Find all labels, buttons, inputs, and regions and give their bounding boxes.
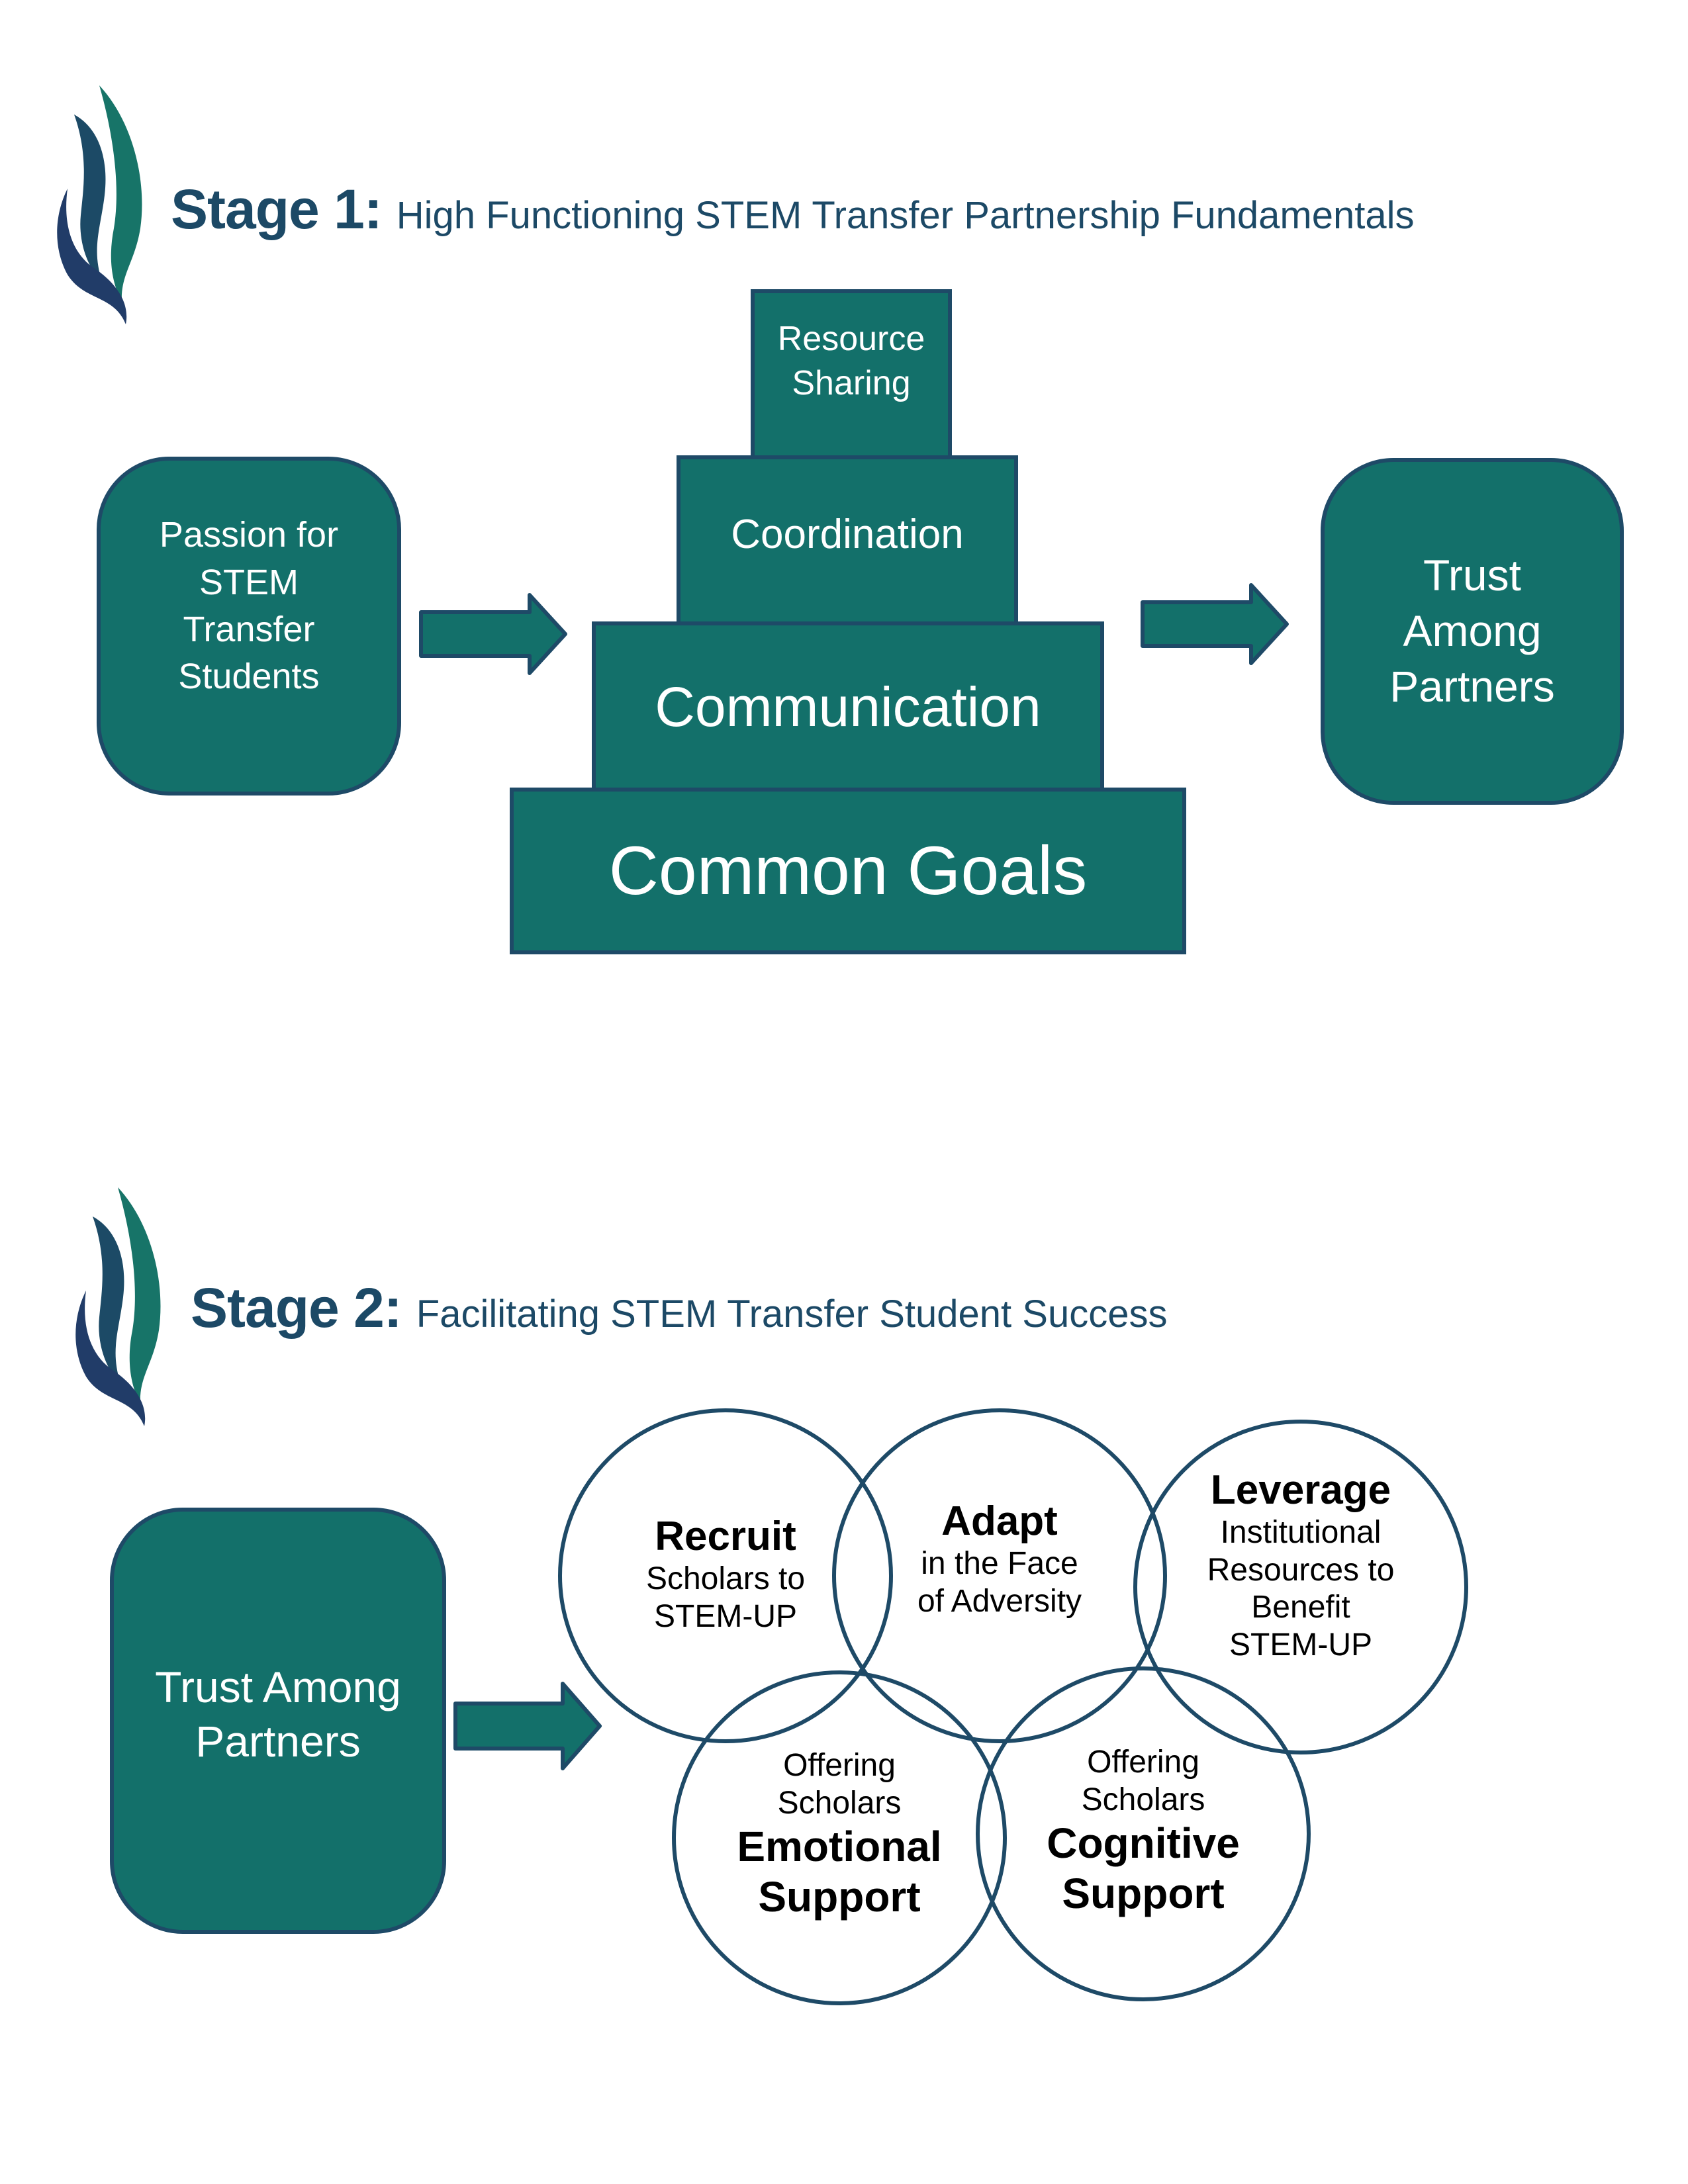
flame-leaf-mid: [93, 1216, 124, 1383]
passion-box-line: Passion for: [159, 515, 339, 555]
tier-label-line: Sharing: [792, 364, 911, 402]
stage1-title: Stage 1: High Functioning STEM Transfer P…: [171, 177, 1415, 242]
flame-leaf-dark: [75, 1291, 146, 1426]
flame-leaf-dark: [57, 189, 127, 324]
stage1-heading: Stage 1:: [171, 178, 383, 240]
tier-label: Coordination: [731, 511, 964, 557]
circle-label-bold: Cognitive: [1047, 1819, 1240, 1868]
circle-label-line: Scholars to: [645, 1561, 806, 1597]
arrow-shape: [419, 593, 567, 675]
flame-leaf-green: [99, 85, 142, 301]
passion-box-line: STEM: [199, 562, 299, 602]
flame-leaf-mid: [74, 114, 106, 281]
stem-up-flame-logo: [57, 85, 142, 324]
circle-label-line: Offering: [783, 1748, 896, 1783]
passion-box-line: Students: [178, 657, 320, 697]
circle-cognitive: [976, 1666, 1311, 2001]
circle-label-line: Resources to: [1207, 1552, 1395, 1588]
trust-among-partners-box: Trust Among Partners: [1321, 458, 1624, 805]
pyramid-tier-common-goals: Common Goals: [510, 788, 1186, 954]
pyramid-tier-coordination: Coordination: [677, 455, 1018, 626]
circle-emotional: [672, 1670, 1007, 2005]
circle-label-line: Scholars: [1081, 1782, 1205, 1817]
arrow-right-icon: [1141, 583, 1289, 665]
circle-label-bold: Adapt: [941, 1498, 1058, 1544]
arrow-right-icon: [453, 1682, 602, 1770]
circle-label-bold: Recruit: [655, 1514, 796, 1559]
circle-label-bold: Leverage: [1210, 1467, 1391, 1513]
circle-label-bold: Support: [1062, 1869, 1225, 1917]
circle-label-line: in the Face: [921, 1546, 1078, 1582]
circle-label-cognitive: Offering Scholars Cognitive Support: [1031, 1744, 1256, 1919]
stage2-heading: Stage 2:: [191, 1277, 402, 1339]
circle-label-line: of Adversity: [917, 1583, 1082, 1619]
circle-label-emotional: Offering Scholars Emotional Support: [727, 1747, 952, 1922]
trust-box-line: Partners: [195, 1717, 361, 1766]
arrow-right-icon: [419, 593, 567, 675]
tier-label-line: Resource: [777, 320, 925, 359]
stage1-subtitle: High Functioning STEM Transfer Partnersh…: [396, 194, 1415, 237]
arrow-shape: [1141, 583, 1289, 665]
tier-label: Communication: [655, 675, 1041, 738]
circle-label-line: STEM-UP: [1229, 1627, 1372, 1663]
circle-label-bold: Support: [758, 1872, 921, 1921]
circle-label-line: Benefit: [1251, 1590, 1350, 1625]
circle-adapt: [832, 1408, 1167, 1743]
flame-leaf-green: [118, 1187, 161, 1403]
circle-leverage: [1133, 1420, 1468, 1754]
stage2-title: Stage 2: Facilitating STEM Transfer Stude…: [191, 1276, 1167, 1340]
circle-label-leverage: Leverage Institutional Resources to Bene…: [1188, 1466, 1413, 1664]
circle-label-line: Institutional: [1220, 1515, 1382, 1551]
trust-box-line: Trust: [1423, 551, 1521, 600]
trust-box-line: Partners: [1389, 661, 1555, 711]
circle-label-line: Offering: [1087, 1745, 1199, 1780]
tier-label: Common Goals: [608, 832, 1088, 909]
pyramid-tier-resource-sharing: Resource Sharing: [751, 289, 952, 460]
circle-label-recruit: Recruit Scholars to STEM-UP: [626, 1512, 825, 1635]
stem-up-flame-logo: [75, 1187, 161, 1426]
circle-recruit: [558, 1408, 893, 1743]
circle-label-line: Scholars: [777, 1785, 902, 1821]
trust-box-line: Among: [1403, 606, 1542, 656]
trust-among-partners-box-stage2: Trust Among Partners: [110, 1508, 446, 1934]
stage2-subtitle: Facilitating STEM Transfer Student Succe…: [416, 1293, 1168, 1336]
passion-box-line: Transfer: [183, 610, 315, 649]
circle-label-bold: Emotional: [737, 1823, 942, 1871]
passion-box: Passion for STEM Transfer Students: [97, 457, 401, 796]
pyramid-tier-communication: Communication: [592, 621, 1104, 792]
circle-label-adapt: Adapt in the Face of Adversity: [894, 1497, 1105, 1620]
arrow-shape: [453, 1682, 602, 1770]
trust-box-line: Trust Among: [155, 1662, 401, 1711]
circle-label-line: STEM-UP: [654, 1598, 797, 1634]
